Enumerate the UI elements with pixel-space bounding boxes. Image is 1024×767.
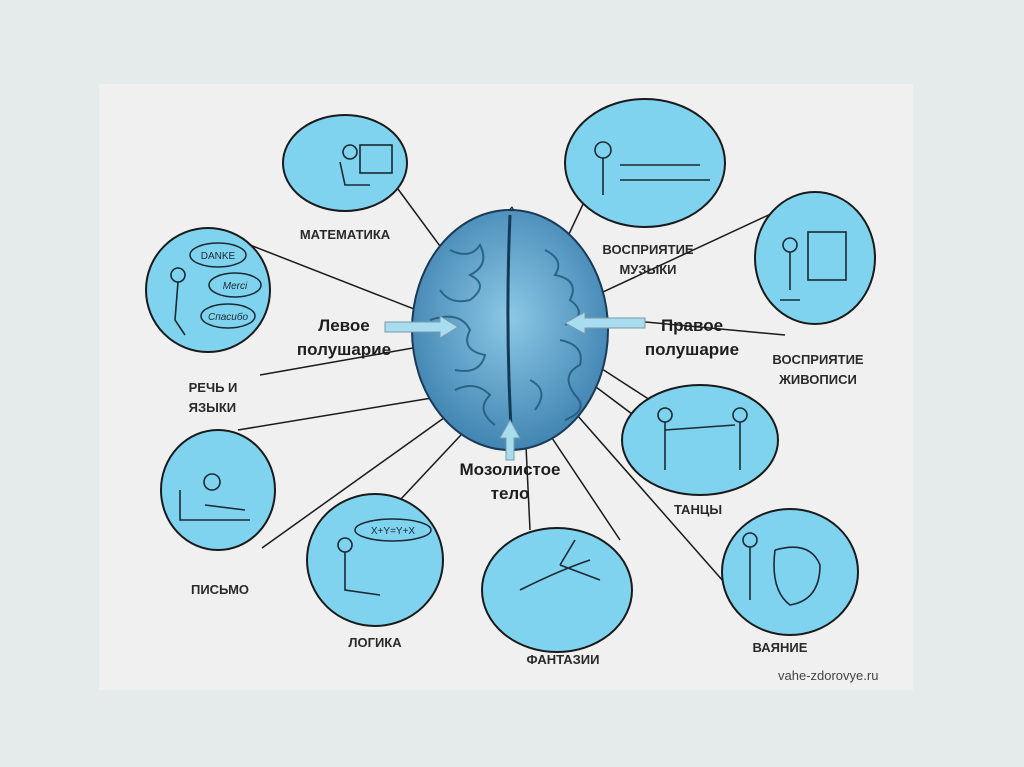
sculpture-circle [721, 508, 859, 636]
label-writing: ПИСЬМО [190, 582, 250, 597]
label-line: ЯЗЫКИ [188, 400, 237, 415]
label-line: Левое [318, 316, 370, 335]
left-hemisphere-arrow [384, 315, 459, 339]
speech-bubble [189, 242, 247, 268]
label-line: ВОСПРИЯТИЕ [602, 242, 694, 257]
label-line: МУЗЫКИ [619, 262, 677, 277]
music-circle [564, 98, 726, 228]
label-line: Правое [660, 316, 724, 335]
label-line: полушарие [296, 340, 392, 359]
speech-bubble [208, 272, 262, 298]
brain-fissure [506, 214, 514, 446]
label-painting: ВОСПРИЯТИЕ ЖИВОПИСИ [772, 350, 863, 390]
label-sculpture: ВАЯНИЕ [752, 640, 808, 655]
speech-bubble [200, 303, 256, 329]
connector-lines [237, 184, 791, 599]
computer-icon [359, 144, 393, 174]
brain [411, 206, 609, 451]
label-line: Мозолистое [459, 460, 561, 479]
equation: X+Y=Y+X [371, 526, 416, 537]
watermark: vahe-zdorovye.ru [778, 668, 879, 683]
fantasy-circle [481, 527, 633, 653]
label-speech: РЕЧЬ И ЯЗЫКИ [189, 378, 238, 418]
painting-icon [807, 231, 847, 281]
figure-sketches [170, 141, 847, 606]
label-left-hemisphere: Левое полушарие [297, 314, 391, 362]
corpus-callosum-arrow [499, 418, 521, 461]
painting-circle [754, 191, 876, 325]
label-line: ВОСПРИЯТИЕ [772, 352, 864, 367]
writing-circle [160, 429, 276, 551]
label-logic: ЛОГИКА [348, 635, 402, 650]
label-line: ЖИВОПИСИ [779, 372, 857, 387]
label-fantasy: ФАНТАЗИИ [526, 652, 600, 667]
right-hemisphere-arrow [563, 311, 646, 335]
logic-circle [306, 493, 444, 627]
label-corpus-callosum: Мозолистое тело [460, 458, 561, 506]
label-line: полушарие [644, 340, 740, 359]
fairy-icon [519, 539, 601, 591]
bubble-spasibo: Спасибо [208, 311, 248, 323]
math-circle [282, 114, 408, 212]
label-line: РЕЧЬ И [188, 380, 238, 395]
label-line: тело [490, 484, 530, 503]
label-dance: ТАНЦЫ [673, 502, 723, 517]
bubble-merci: Merci [223, 281, 248, 292]
label-math: МАТЕМАТИКА [299, 227, 391, 242]
person-icon [203, 473, 221, 491]
label-right-hemisphere: Правое полушарие [645, 314, 739, 362]
person-icon [342, 144, 358, 160]
thought-bubble [354, 518, 432, 542]
dance-circle [621, 384, 779, 496]
bubble-danke: DANKE [201, 251, 236, 262]
label-music: ВОСПРИЯТИЕ МУЗЫКИ [602, 240, 693, 280]
